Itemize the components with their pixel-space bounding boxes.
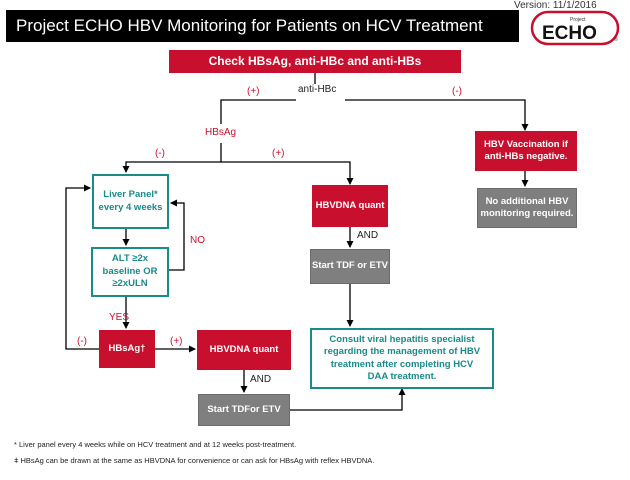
connector-antihbc-left — [220, 99, 296, 124]
connector-alt-no-loop — [169, 199, 185, 271]
logo-main-text: ECHO — [542, 23, 597, 44]
no-monitoring-box: No additional HBV monitoring required. — [477, 188, 577, 228]
hbvdna-quant-right-box: HBVDNA quant — [312, 185, 388, 227]
hbvdna-quant-left-box: HBVDNA quant — [197, 330, 291, 370]
and-label-right: AND — [357, 230, 379, 241]
version-label: Version: 11/1/2016 — [514, 0, 597, 11]
logo-reg-mark: ® — [614, 36, 618, 43]
echo-logo: Project ECHO ® — [530, 10, 622, 46]
footnote-liver-panel: * Liver panel every 4 weeks while on HCV… — [14, 440, 297, 449]
page-title: Project ECHO HBV Monitoring for Patients… — [6, 10, 519, 42]
hbsag-minus-label: (-) — [155, 148, 165, 159]
consult-specialist-box: Consult viral hepatitis specialist regar… — [310, 328, 494, 389]
connector-starttdf-consult-left — [290, 388, 406, 411]
connector-hbsag-plus — [221, 161, 354, 185]
connector-hbsag-minus-loop — [65, 184, 99, 350]
antihbc-plus-label: (+) — [247, 86, 260, 97]
connector-hbsag-minus — [122, 161, 221, 173]
dagger-minus-label: (-) — [77, 336, 87, 347]
start-tdf-left-box: Start TDFor ETV — [198, 394, 290, 426]
anti-hbc-label: anti-HBc — [298, 84, 337, 95]
hbsag-label: HBsAg — [205, 127, 237, 138]
logo-small-text: Project — [570, 17, 586, 23]
check-markers-box: Check HBsAg, anti-HBc and anti-HBs — [169, 50, 461, 73]
no-label: NO — [190, 235, 205, 246]
liver-panel-box: Liver Panel* every 4 weeks — [92, 174, 169, 229]
footnote-hbsag: ǂ HBsAg can be drawn at the same as HBVD… — [14, 456, 375, 465]
dagger-plus-label: (+) — [170, 336, 183, 347]
yes-label: YES — [109, 312, 130, 323]
connector-antihbc-right — [345, 99, 529, 131]
vaccination-box: HBV Vaccination if anti-HBs negative. — [475, 131, 577, 171]
hbsag-plus-label: (+) — [272, 148, 285, 159]
alt-box: ALT ≥2x baseline OR ≥2xULN — [91, 247, 169, 297]
antihbc-minus-label: (-) — [452, 86, 462, 97]
and-label-left: AND — [250, 374, 272, 385]
start-tdf-right-box: Start TDF or ETV — [310, 249, 390, 284]
hbsag-dagger-box: HBsAg† — [99, 330, 155, 368]
